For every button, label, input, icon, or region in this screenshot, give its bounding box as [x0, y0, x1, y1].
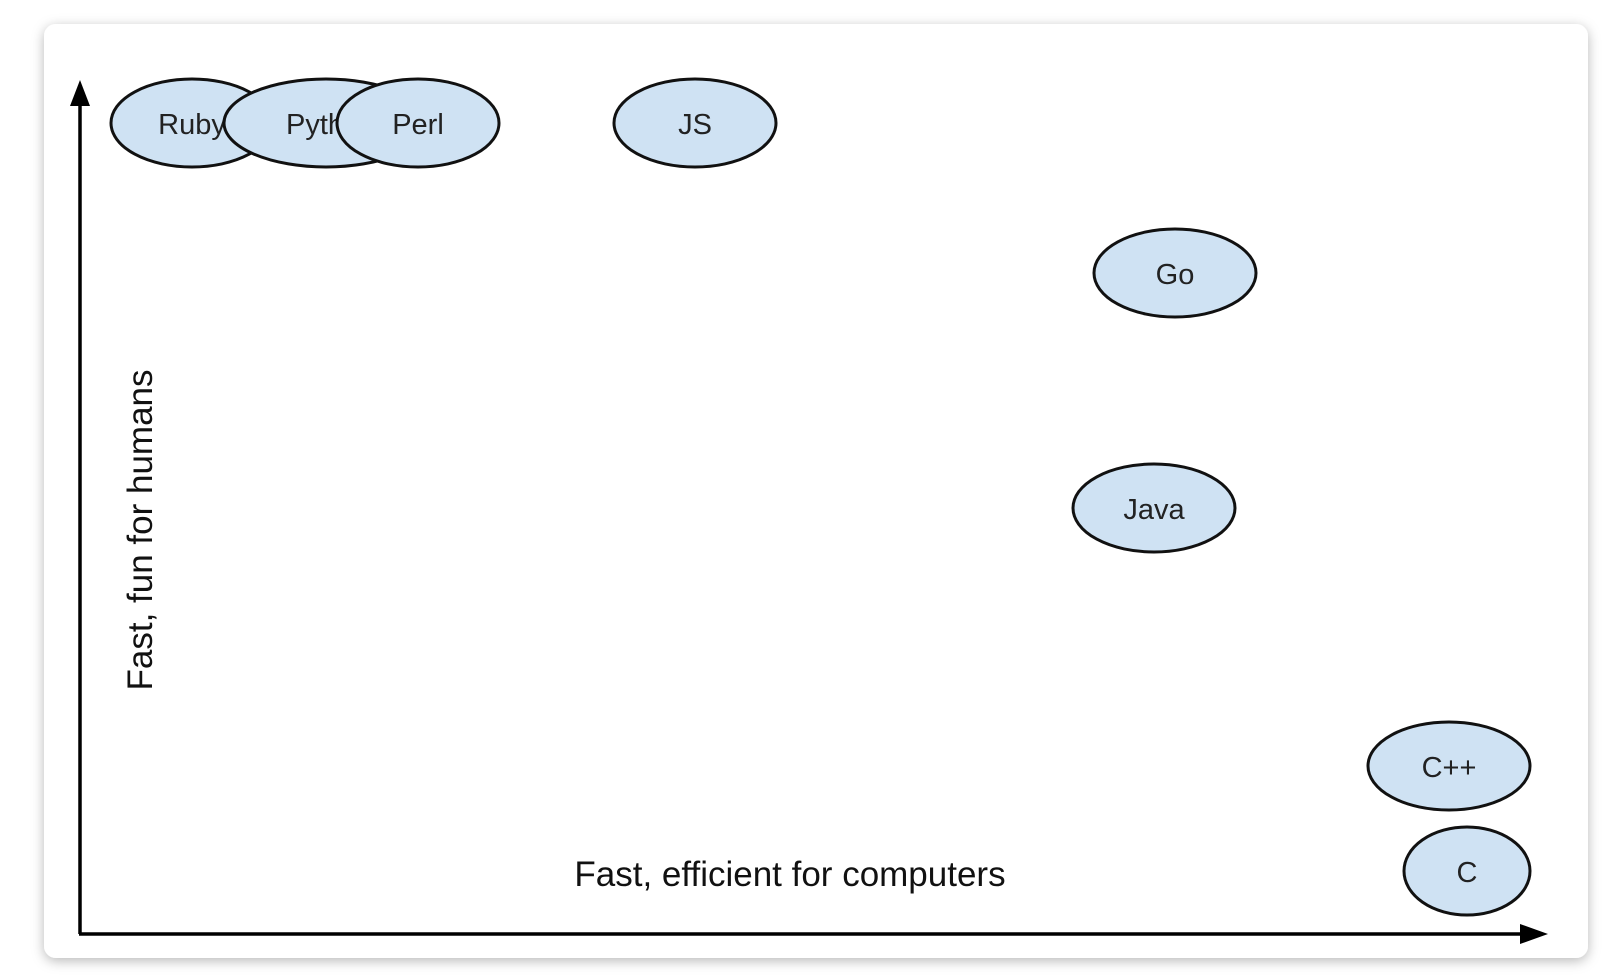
axes [70, 80, 1548, 944]
y-axis-arrow-icon [70, 80, 90, 106]
bubbles: Ruby Pyth Perl JS Go Java C++ C [109, 77, 1532, 917]
y-axis-label: Fast, fun for humans [121, 370, 160, 691]
bubble-go-shape [1092, 227, 1258, 319]
bubble-go-label: Go [1156, 259, 1195, 291]
bubble-cpp-label: C++ [1422, 752, 1477, 784]
bubble-js-shape [612, 77, 778, 169]
diagram-card [44, 24, 1588, 958]
bubble-c-shape [1402, 825, 1532, 917]
bubble-c-label: C [1457, 857, 1478, 889]
bubble-perl-label: Perl [392, 109, 444, 141]
bubble-cpp: C++ [1366, 720, 1532, 812]
bubble-go: Go [1092, 227, 1258, 319]
bubble-java-shape [1071, 462, 1237, 554]
bubble-perl: Perl [335, 77, 501, 169]
bubble-js: JS [612, 77, 778, 169]
bubble-ruby-label: Ruby [158, 109, 226, 141]
bubble-cpp-shape [1366, 720, 1532, 812]
bubble-python-label: Pyth [286, 109, 344, 141]
x-axis-label: Fast, efficient for computers [574, 855, 1005, 894]
bubble-java-label: Java [1123, 494, 1185, 526]
bubble-perl-shape [335, 77, 501, 169]
x-axis-arrow-icon [1520, 924, 1548, 944]
bubble-js-label: JS [678, 109, 712, 141]
bubble-c: C [1402, 825, 1532, 917]
bubble-java: Java [1071, 462, 1237, 554]
